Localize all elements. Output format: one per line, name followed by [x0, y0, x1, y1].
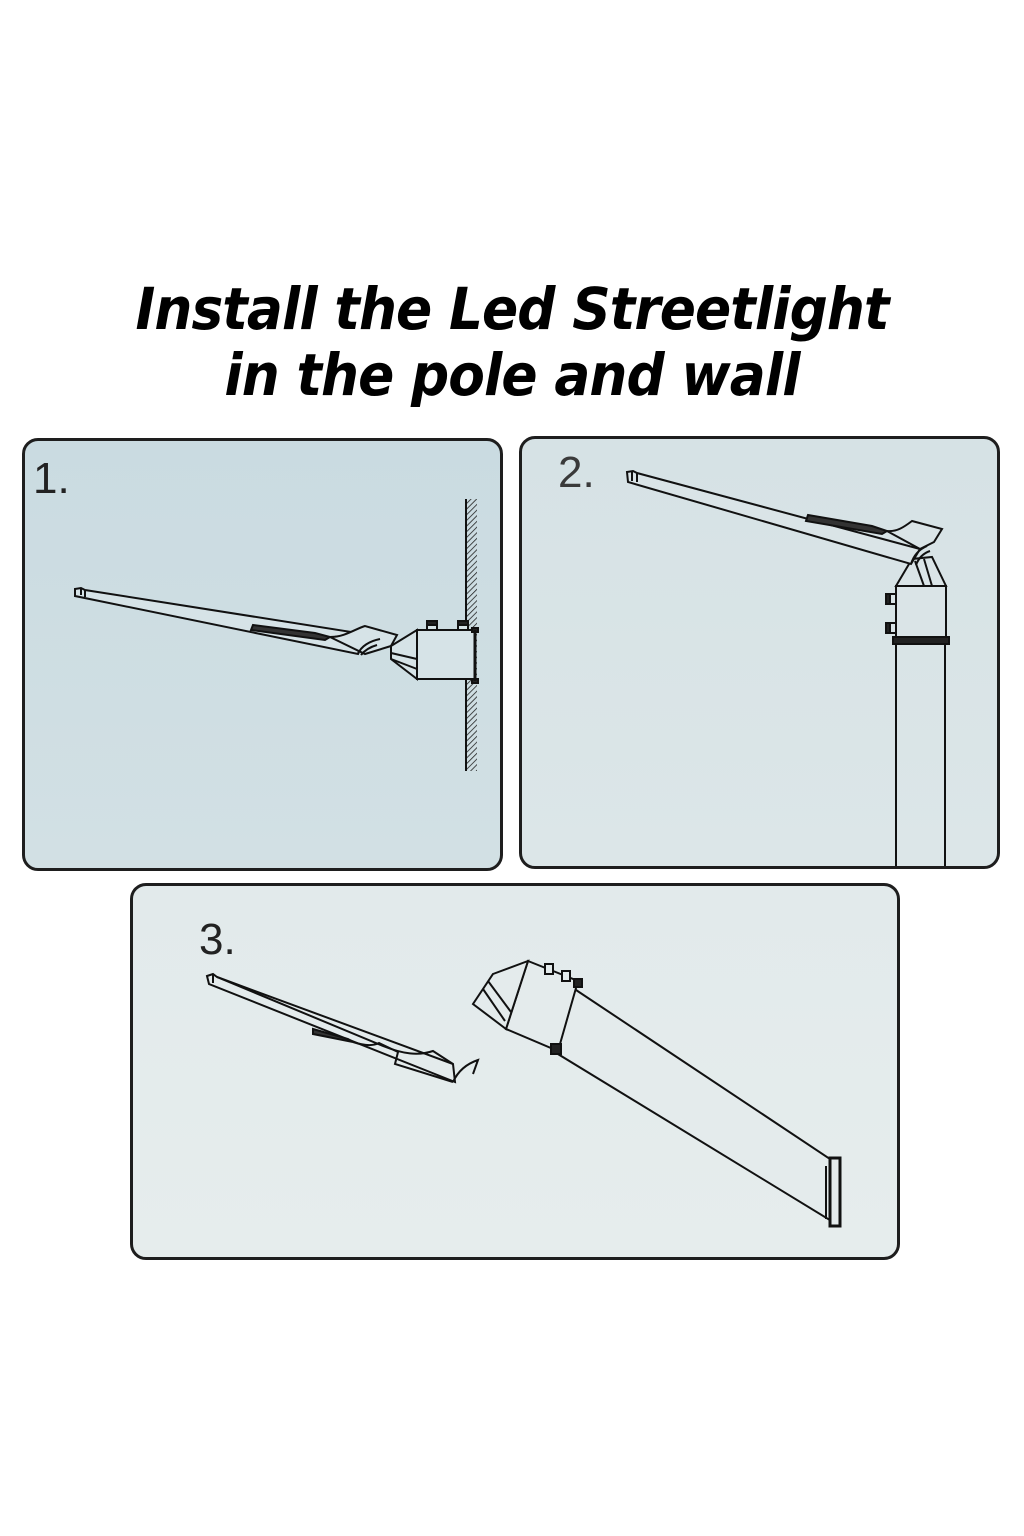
streetlight-pole-top-mount-icon — [625, 469, 950, 866]
streetlight-side-arm-mount-icon — [205, 959, 842, 1228]
step-2-label: 2. — [558, 448, 595, 497]
page-title: Install the Led Streetlight in the pole … — [41, 276, 983, 408]
step-1-label: 1. — [33, 454, 70, 503]
title-line-2: in the pole and wall — [224, 341, 800, 409]
step-1-panel: 1. — [22, 438, 503, 871]
streetlight-wall-mount-icon — [74, 499, 479, 771]
title-line-1: Install the Led Streetlight — [135, 275, 889, 343]
step-3-panel: 3. — [130, 883, 900, 1260]
step-2-panel: 2. — [519, 436, 1000, 869]
step-3-label: 3. — [199, 915, 236, 964]
